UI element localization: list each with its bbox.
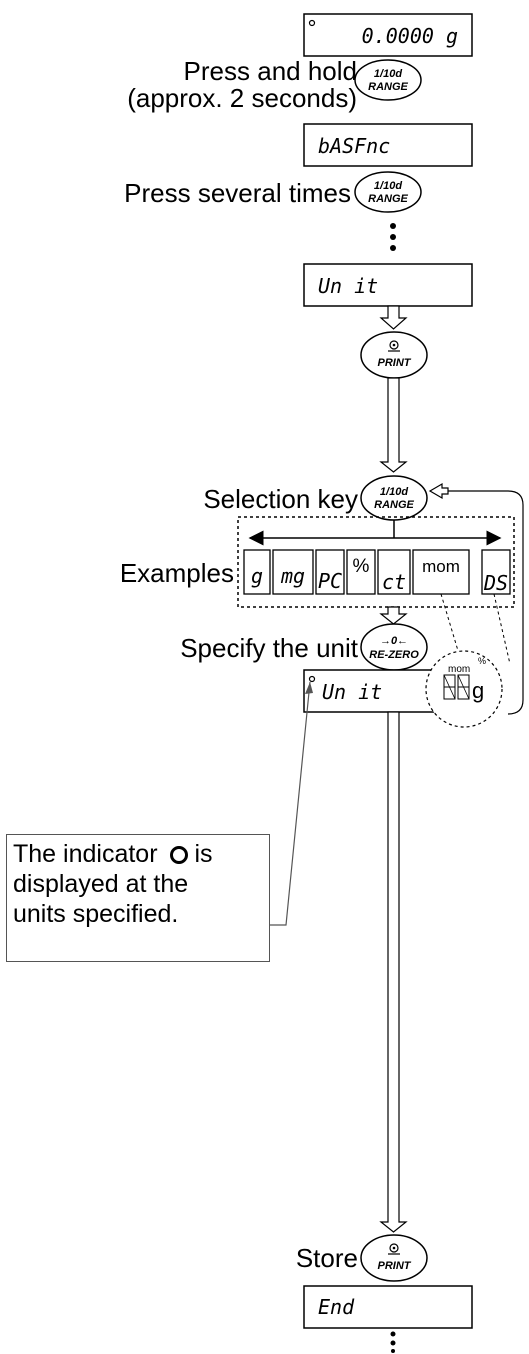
hollow-arrow-2 [379,377,408,473]
indicator-dot-icon [308,675,316,683]
range-key-1[interactable]: 1/10d RANGE [354,59,422,101]
print-key-1[interactable]: PRINT [360,331,428,379]
svg-text:g: g [251,564,263,588]
indicator-note: The indicator is displayed at the units … [6,834,270,962]
hollow-arrow-4 [379,711,408,1233]
range-key-2[interactable]: 1/10d RANGE [354,171,422,213]
unit-example-ds: DS [481,549,511,595]
zoom-circle: mom % g [425,650,503,728]
svg-text:RANGE: RANGE [374,499,414,511]
svg-text:%: % [353,556,370,577]
print-icon [389,1243,399,1253]
ellipsis-dots-2 [390,1331,396,1353]
svg-text:g: g [472,678,484,703]
svg-text:bASFnc: bASFnc [318,134,390,158]
svg-text:PC: PC [318,569,342,593]
loop-back-arrow [428,482,524,715]
hollow-arrow-1 [379,305,408,330]
svg-text:%: % [478,656,486,666]
range-key-selection[interactable]: 1/10d RANGE [360,475,428,521]
svg-text:End: End [318,1295,355,1319]
svg-text:RE-ZERO: RE-ZERO [369,649,419,661]
label-store: Store [295,1243,358,1273]
ellipsis-dots-1 [390,223,396,251]
examples-box: g mg PC % ct mom DS [237,516,515,608]
label-press-hold: Press and hold [183,56,357,86]
note-line-1a: The indicator [13,840,158,868]
svg-text:mom: mom [422,557,460,576]
label-approx-seconds: (approx. 2 seconds) [127,83,357,113]
label-selection-key: Selection key [203,484,358,514]
label-press-several: Press several times [124,178,351,208]
svg-text:Un it: Un it [322,680,382,704]
print-icon [389,340,399,350]
svg-text:RANGE: RANGE [368,193,408,205]
svg-text:1/10d: 1/10d [380,486,408,498]
svg-text:mom: mom [448,664,470,675]
unit-example-percent: % [346,549,376,595]
svg-text:DS: DS [483,571,508,595]
svg-text:RANGE: RANGE [368,81,408,93]
svg-text:0.0000 g: 0.0000 g [362,24,458,48]
unit-example-pc: PC [315,549,345,595]
svg-text:Un it: Un it [318,274,378,298]
svg-text:1/10d: 1/10d [374,180,402,192]
print-key-store[interactable]: PRINT [360,1234,428,1282]
display-end: End [303,1285,473,1329]
unit-example-mom: mom [412,549,470,595]
rezero-key[interactable]: →0← RE-ZERO [360,623,428,671]
svg-text:PRINT: PRINT [378,1260,412,1272]
svg-text:ct: ct [382,570,406,594]
svg-text:1/10d: 1/10d [374,68,402,80]
indicator-circle-icon [170,846,189,865]
callout-pointer [270,681,313,926]
indicator-dot-icon [308,19,316,27]
note-line-3: units specified. [13,900,179,928]
note-line-2: displayed at the [13,870,189,898]
label-examples: Examples [119,558,234,588]
unit-example-g: g [243,549,271,595]
note-line-1b: is [194,840,213,868]
svg-text:PRINT: PRINT [378,357,412,369]
svg-text:mg: mg [280,564,305,588]
unit-example-ct: ct [377,549,411,595]
label-specify-unit: Specify the unit [180,633,358,663]
hollow-arrow-3 [379,606,408,625]
display-start: 0.0000 g [303,13,473,57]
unit-example-mg: mg [272,549,314,595]
svg-text:→0←: →0← [380,635,408,647]
display-unit-1: Un it [303,263,473,307]
display-basfnc: bASFnc [303,123,473,167]
